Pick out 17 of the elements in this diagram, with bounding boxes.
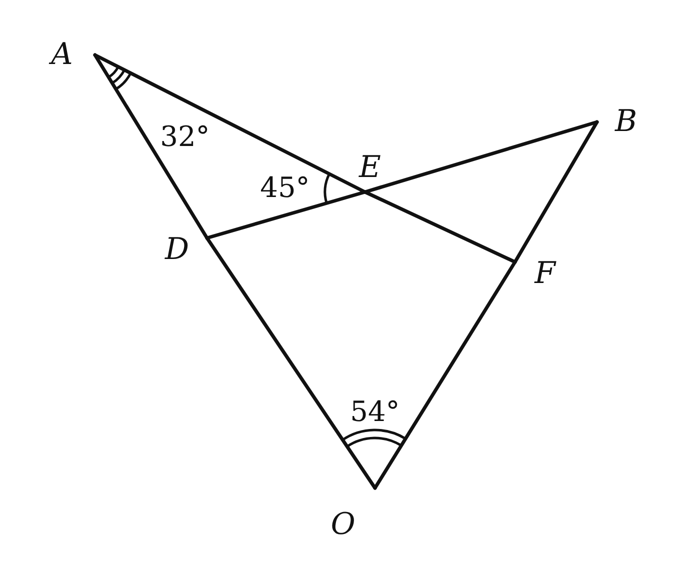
angle-label: 45° — [260, 174, 310, 202]
point-label: E — [359, 153, 381, 183]
line-segment — [205, 236, 377, 490]
point-label: F — [534, 259, 556, 289]
point-label: D — [164, 235, 190, 265]
point-label: B — [614, 107, 638, 137]
line-segment — [205, 190, 367, 240]
point-label: A — [51, 40, 73, 70]
line-segment — [513, 120, 599, 264]
line-segment — [363, 120, 599, 194]
point-label: O — [330, 510, 356, 540]
line-segment — [363, 190, 517, 264]
line-segment — [373, 260, 517, 490]
angle-label: 54° — [350, 398, 400, 426]
line-segment — [93, 53, 367, 194]
line-segment — [93, 53, 209, 240]
angle-label: 32° — [160, 123, 210, 151]
